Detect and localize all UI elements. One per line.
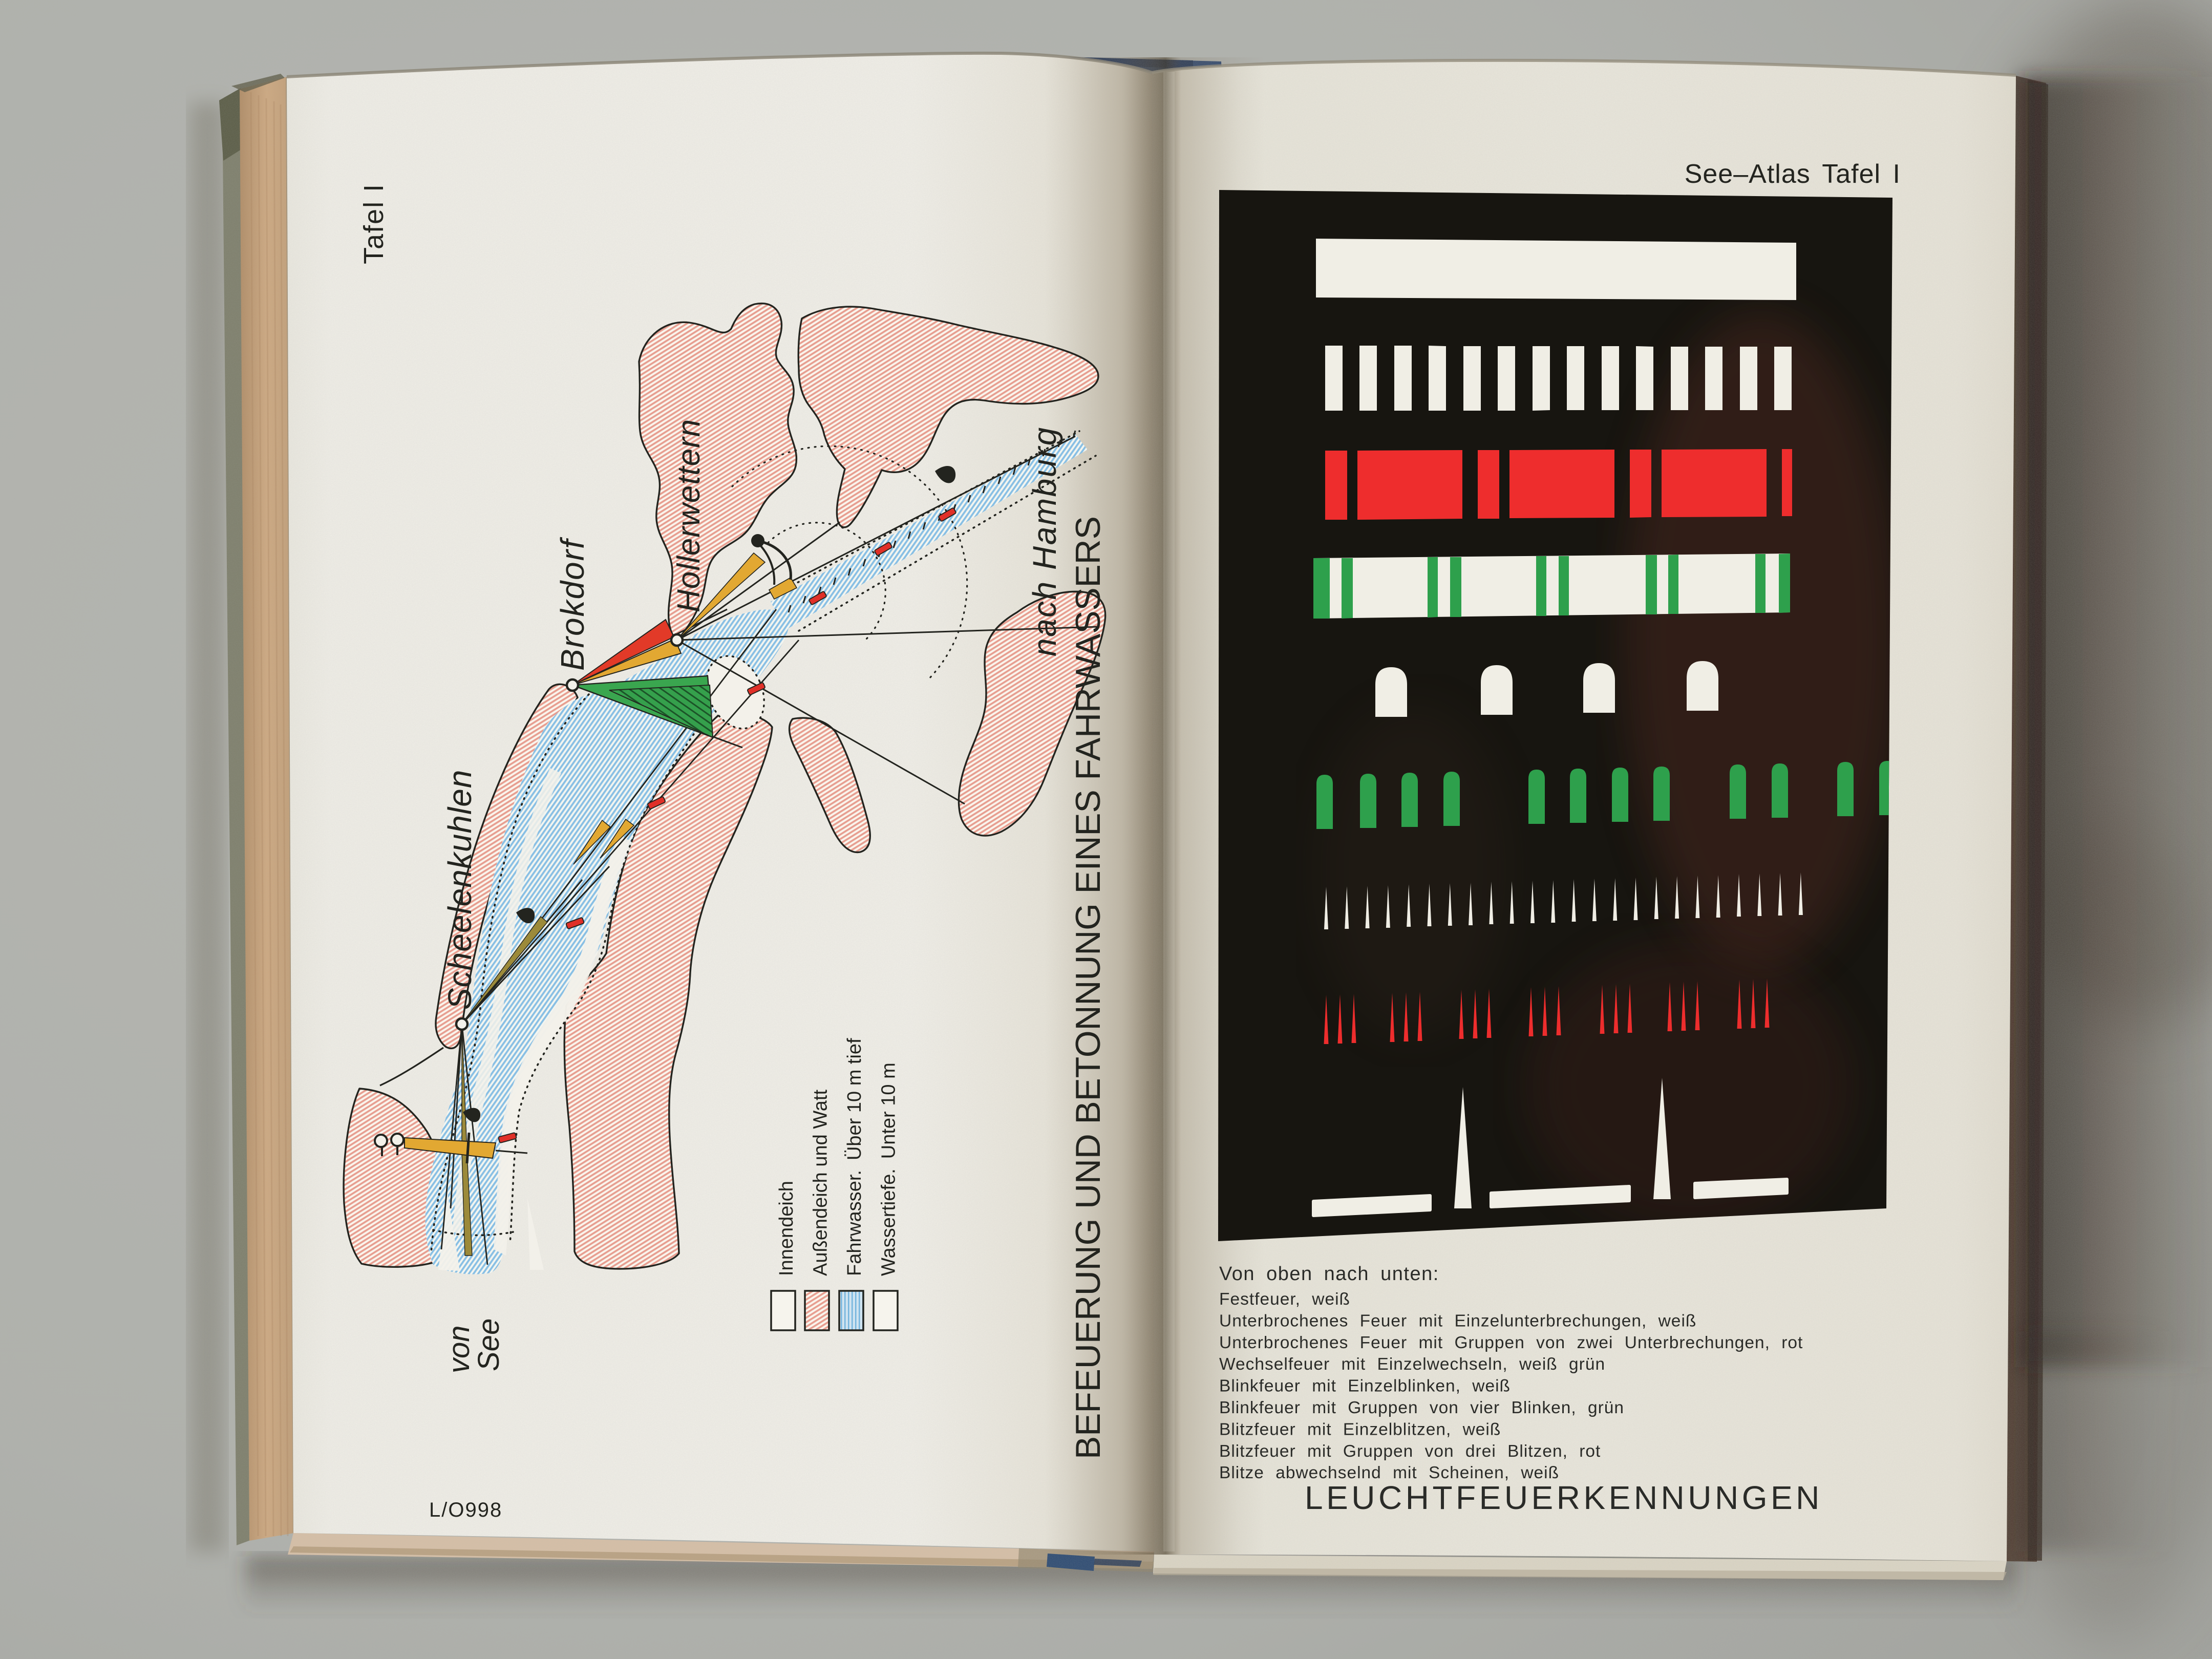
svg-text:Unterbrochenes Feuer mit Grupp: Unterbrochenes Feuer mit Gruppen von zwe… <box>1219 1333 1803 1352</box>
svg-text:Blinkfeuer mit Einzelblinken,: Blinkfeuer mit Einzelblinken, weiß <box>1219 1377 1511 1396</box>
svg-text:Unterbrochenes Feuer mit Einze: Unterbrochenes Feuer mit Einzelunterbrec… <box>1219 1311 1696 1330</box>
svg-text:Blitzfeuer mit Einzelblitzen,: Blitzfeuer mit Einzelblitzen, weiß <box>1219 1420 1501 1439</box>
svg-text:Festfeuer, weiß: Festfeuer, weiß <box>1219 1290 1350 1309</box>
svg-text:Blinkfeuer mit Gruppen von vie: Blinkfeuer mit Gruppen von vier Blinken,… <box>1219 1398 1624 1417</box>
svg-text:Innendeich: Innendeich <box>776 1181 797 1276</box>
svg-text:BEFEUERUNG UND BETONNUNG EINES: BEFEUERUNG UND BETONNUNG EINES FAHRWASSE… <box>1069 516 1108 1459</box>
svg-text:Brokdorf: Brokdorf <box>554 537 591 671</box>
svg-text:See: See <box>472 1318 505 1371</box>
svg-text:L/O998: L/O998 <box>429 1499 502 1521</box>
svg-text:Blitze abwechselnd mit Scheine: Blitze abwechselnd mit Scheinen, weiß <box>1219 1463 1559 1482</box>
svg-text:Hollerwettern: Hollerwettern <box>671 419 707 612</box>
svg-text:Scheelenkuhlen: Scheelenkuhlen <box>441 770 478 1010</box>
svg-text:Wassertiefe. Unter 10 m: Wassertiefe. Unter 10 m <box>878 1062 900 1276</box>
svg-text:von: von <box>442 1325 476 1373</box>
svg-text:Wechselfeuer mit Einzelwechsel: Wechselfeuer mit Einzelwechseln, weiß gr… <box>1219 1355 1605 1374</box>
svg-text:Außendeich und Watt: Außendeich und Watt <box>810 1090 832 1276</box>
svg-text:Tafel I: Tafel I <box>358 183 389 264</box>
svg-text:Blitzfeuer mit Gruppen von dre: Blitzfeuer mit Gruppen von drei Blitzen,… <box>1219 1442 1601 1461</box>
svg-text:See–Atlas Tafel I: See–Atlas Tafel I <box>1685 159 1901 189</box>
svg-text:Fahrwasser. Über 10 m tief: Fahrwasser. Über 10 m tief <box>844 1038 865 1276</box>
svg-text:nach Hamburg: nach Hamburg <box>1026 426 1063 656</box>
svg-text:LEUCHTFEUERKENNUNGEN: LEUCHTFEUERKENNUNGEN <box>1305 1479 1823 1516</box>
svg-text:Von oben nach unten:: Von oben nach unten: <box>1219 1263 1439 1285</box>
